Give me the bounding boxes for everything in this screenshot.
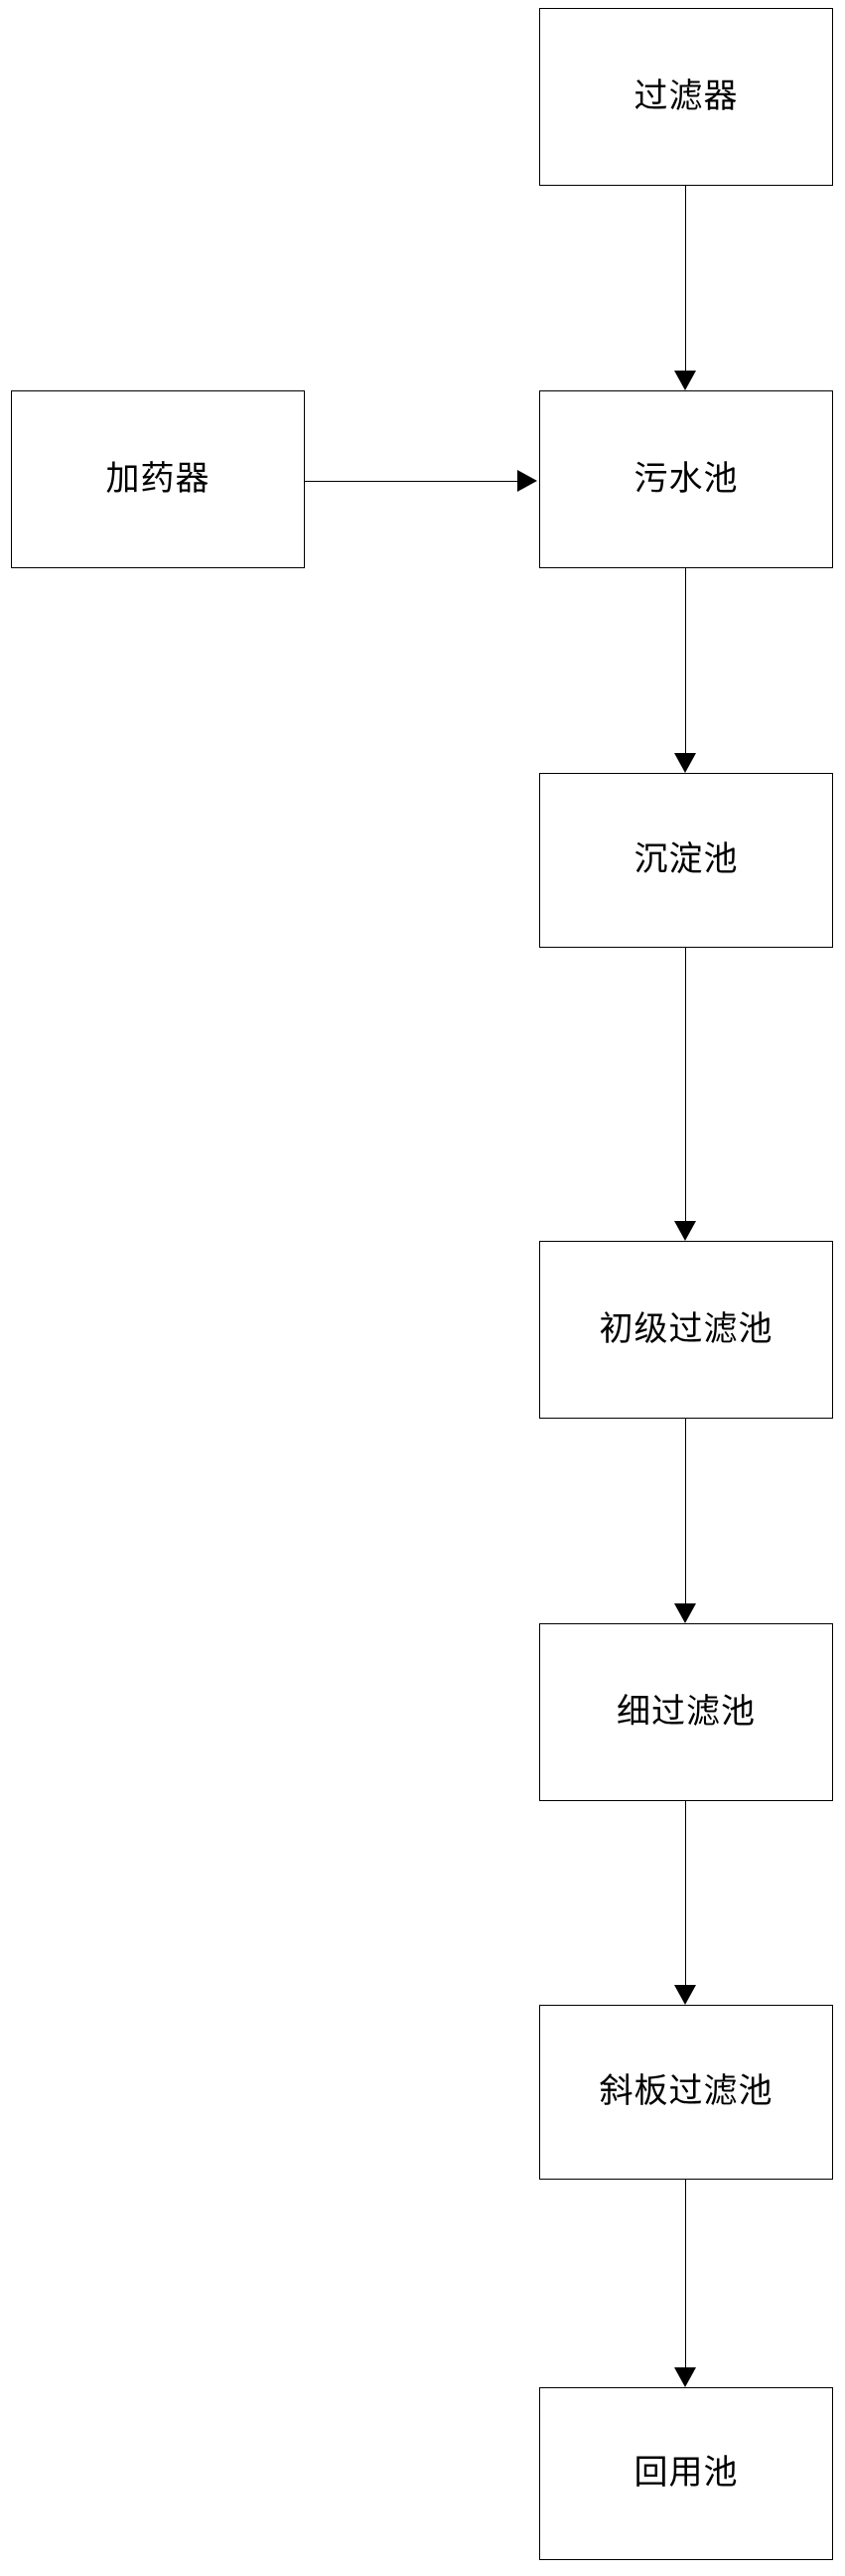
edge-sewage-to-sedimentation-line <box>685 568 686 753</box>
edge-doser-to-sewage-line <box>305 481 517 482</box>
node-label-primary-filter: 初级过滤池 <box>599 1310 774 1348</box>
node-filter[interactable]: 过滤器 <box>539 8 833 186</box>
node-sewage-pool[interactable]: 污水池 <box>539 390 833 568</box>
edge-primary-to-fine-arrowhead <box>674 1603 696 1623</box>
node-fine-filter[interactable]: 细过滤池 <box>539 1623 833 1801</box>
node-label-fine-filter: 细过滤池 <box>617 1693 756 1731</box>
edge-sedimentation-to-primary-line <box>685 948 686 1221</box>
edge-fine-to-plate-arrowhead <box>674 1985 696 2005</box>
node-sedimentation[interactable]: 沉淀池 <box>539 773 833 948</box>
node-label-plate-filter: 斜板过滤池 <box>599 2073 774 2110</box>
node-reuse-pool[interactable]: 回用池 <box>539 2387 833 2560</box>
node-primary-filter[interactable]: 初级过滤池 <box>539 1241 833 1419</box>
edge-doser-to-sewage-arrowhead <box>517 470 537 492</box>
edge-primary-to-fine-line <box>685 1419 686 1603</box>
edge-filter-to-sewage-arrowhead <box>674 371 696 390</box>
edge-filter-to-sewage-line <box>685 186 686 371</box>
edge-sewage-to-sedimentation-arrowhead <box>674 753 696 773</box>
edge-sedimentation-to-primary-arrowhead <box>674 1221 696 1241</box>
edge-plate-to-reuse-line <box>685 2180 686 2367</box>
node-label-doser: 加药器 <box>105 460 211 498</box>
node-plate-filter[interactable]: 斜板过滤池 <box>539 2005 833 2180</box>
node-label-filter: 过滤器 <box>634 77 739 115</box>
edge-fine-to-plate-line <box>685 1801 686 1985</box>
node-label-sewage-pool: 污水池 <box>634 460 739 498</box>
node-label-reuse-pool: 回用池 <box>634 2455 739 2492</box>
node-doser[interactable]: 加药器 <box>11 390 305 568</box>
node-label-sedimentation: 沉淀池 <box>634 841 739 878</box>
edge-plate-to-reuse-arrowhead <box>674 2367 696 2387</box>
